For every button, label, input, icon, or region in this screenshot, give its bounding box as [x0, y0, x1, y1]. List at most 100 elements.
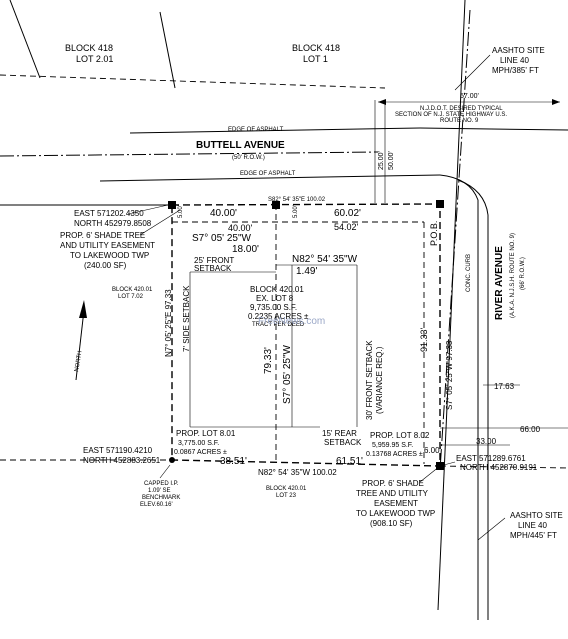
front-setback-25-1: 25' FRONT	[194, 256, 234, 265]
dim-25: 25.00'	[378, 151, 385, 170]
lot801-1: PROP. LOT 8.01	[176, 429, 236, 438]
easement-nw-3: TO LAKEWOOD TWP	[70, 251, 149, 260]
watermark: FreeNews.com	[258, 316, 325, 327]
east-se-1: EAST 571289.6761	[456, 454, 526, 463]
njdot-line-2: SECTION OF N.J. STATE HIGHWAY U.S.	[395, 112, 507, 118]
north-arrow-label: NORTH	[74, 350, 84, 372]
leader-easement-se	[419, 465, 441, 483]
side-setback: 7' SIDE SETBACK	[182, 285, 191, 352]
river-row: (66' R.O.W.)	[520, 257, 526, 290]
monument-sw	[169, 457, 175, 463]
rear-setback-2: SETBACK	[324, 438, 362, 447]
leader-aashto-bot	[477, 517, 506, 541]
dim-1-49: 1.49'	[296, 266, 317, 277]
north-arrow-shaft	[75, 309, 85, 381]
lot802-1: PROP. LOT 8.02	[370, 431, 430, 440]
capped-3: BENCHMARK	[142, 495, 180, 501]
pob-label: P.O.B.	[429, 221, 439, 246]
block418-lot201-lot: LOT 2.01	[76, 54, 113, 64]
ctr-block-5: TRACT PER DEED	[252, 322, 305, 328]
easement-se-2: TREE AND UTILITY	[356, 489, 429, 498]
edge-of-asphalt-north-ext	[419, 127, 568, 131]
river-name: RIVER AVENUE	[494, 246, 505, 320]
east-nw-2: NORTH 452979.8508	[74, 219, 152, 228]
easement-nw-2: AND UTILITY EASEMENT	[60, 241, 155, 250]
aashto-bot-3: MPH/445' FT	[510, 531, 557, 540]
dim-6: 6.00'	[424, 446, 442, 455]
lot802-2: 5,959.95 S.F.	[372, 442, 413, 449]
south-ext-line	[439, 465, 568, 469]
dim-57: 57.00'	[460, 93, 479, 100]
dim-5-top: 5.00'	[178, 205, 184, 218]
arrow-right	[552, 99, 560, 105]
river-row-line	[437, 0, 466, 611]
block420-lot702-2: LOT 7.02	[118, 294, 144, 300]
edge-of-asphalt-south	[99, 174, 441, 182]
easement-nw-4: (240.00 SF)	[84, 261, 127, 270]
buttell-centerline	[0, 151, 379, 157]
dim-54-02: 54.02'	[334, 222, 359, 232]
conc-curb: CONC. CURB	[466, 254, 472, 292]
dim-60-02: 60.02'	[334, 208, 361, 219]
lot802-3: 0.13768 ACRES ±	[366, 451, 423, 458]
aashto-top-3: MPH/385' FT	[492, 66, 539, 75]
dim-5-top-2: 5.00'	[293, 205, 299, 218]
river-aka: (A.K.A. N.J.S.H. ROUTE NO. 9)	[510, 233, 516, 318]
leader-aashto-top	[454, 54, 491, 91]
dim-61-51: 61.51'	[336, 456, 363, 467]
rear-setback-1: 15' REAR	[322, 429, 357, 438]
capped-1: CAPPED I.P.	[144, 481, 179, 487]
monument-n	[272, 201, 280, 209]
monument-nw	[168, 201, 176, 209]
easement-se-3: EASEMENT	[374, 499, 418, 508]
linework	[0, 0, 568, 620]
east-sw-2: NORTH 452883.2651	[83, 456, 161, 465]
block418-rear-line	[9, 0, 41, 79]
easement-nw-1: PROP. 6' SHADE TREE	[60, 231, 145, 240]
north-arrow-head	[79, 300, 87, 318]
aashto-bot-2: LINE 40	[518, 521, 547, 530]
lot801-2: 3,775.00 S.F.	[178, 440, 219, 447]
leader-nw-coord	[127, 204, 169, 215]
front-setback-25-2: SETBACK	[194, 264, 232, 273]
lot-line-418	[0, 74, 386, 89]
dim-66: 66.00	[520, 425, 541, 434]
curb-line	[457, 179, 489, 620]
s7-bearing-top: S7° 05' 25"W	[192, 233, 251, 244]
dim-40-a: 40.00'	[210, 208, 237, 219]
block418-rear-line-2	[159, 11, 176, 89]
dim-17-63: 17.63	[494, 382, 515, 391]
s7-inner: S7° 05' 25"W	[282, 345, 293, 404]
easement-se-1: PROP. 6' SHADE	[362, 479, 424, 488]
s7-right: S7° 05' 25"W 97.33	[445, 340, 454, 410]
edge-of-asphalt-north	[129, 127, 421, 134]
front-setback-30-2: (VARIANCE REQ.)	[375, 346, 384, 414]
block420-lot702-1: BLOCK 420.01	[112, 287, 153, 293]
labels: BLOCK 418 LOT 2.01 BLOCK 418 LOT 1 AASHT…	[60, 43, 563, 540]
dim-40-b: 40.00'	[228, 223, 253, 233]
aashto-top-2: LINE 40	[500, 56, 529, 65]
east-nw-1: EAST 571202.4350	[74, 209, 144, 218]
dim-38-51: 38.51'	[220, 456, 247, 467]
block420-lot23-1: BLOCK 420.01	[266, 486, 307, 492]
aashto-top-1: AASHTO SITE	[492, 46, 545, 55]
block420-lot23-2: LOT 23	[276, 493, 297, 499]
njdot-line-1: N.J.D.O.T. DESIRED TYPICAL	[420, 106, 503, 112]
block418-lot1-lot: LOT 1	[303, 54, 328, 64]
ctr-block-2: EX. LOT 8	[256, 294, 294, 303]
aashto-bot-1: AASHTO SITE	[510, 511, 563, 520]
leader-easement-nw	[139, 209, 181, 236]
street-name: BUTTELL AVENUE	[196, 140, 285, 151]
street-row: (50' R.O.W.)	[232, 155, 265, 161]
edge-asphalt-top-label: EDGE OF ASPHALT	[228, 127, 284, 133]
s82-top: S82° 54' 35"E 100.02	[268, 197, 326, 203]
dim-18: 18.00'	[232, 244, 259, 255]
front-setback-30-1: 30' FRONT SETBACK	[365, 340, 374, 420]
block418-lot1-label: BLOCK 418	[292, 43, 340, 53]
lot801-3: 0.0867 ACRES ±	[174, 449, 227, 456]
dim-79-33: 79.33'	[263, 347, 274, 374]
easement-se-5: (908.10 SF)	[370, 519, 413, 528]
easement-se-4: TO LAKEWOOD TWP	[356, 509, 435, 518]
ctr-block-4: 0.2235 ACRES ±	[248, 312, 309, 321]
